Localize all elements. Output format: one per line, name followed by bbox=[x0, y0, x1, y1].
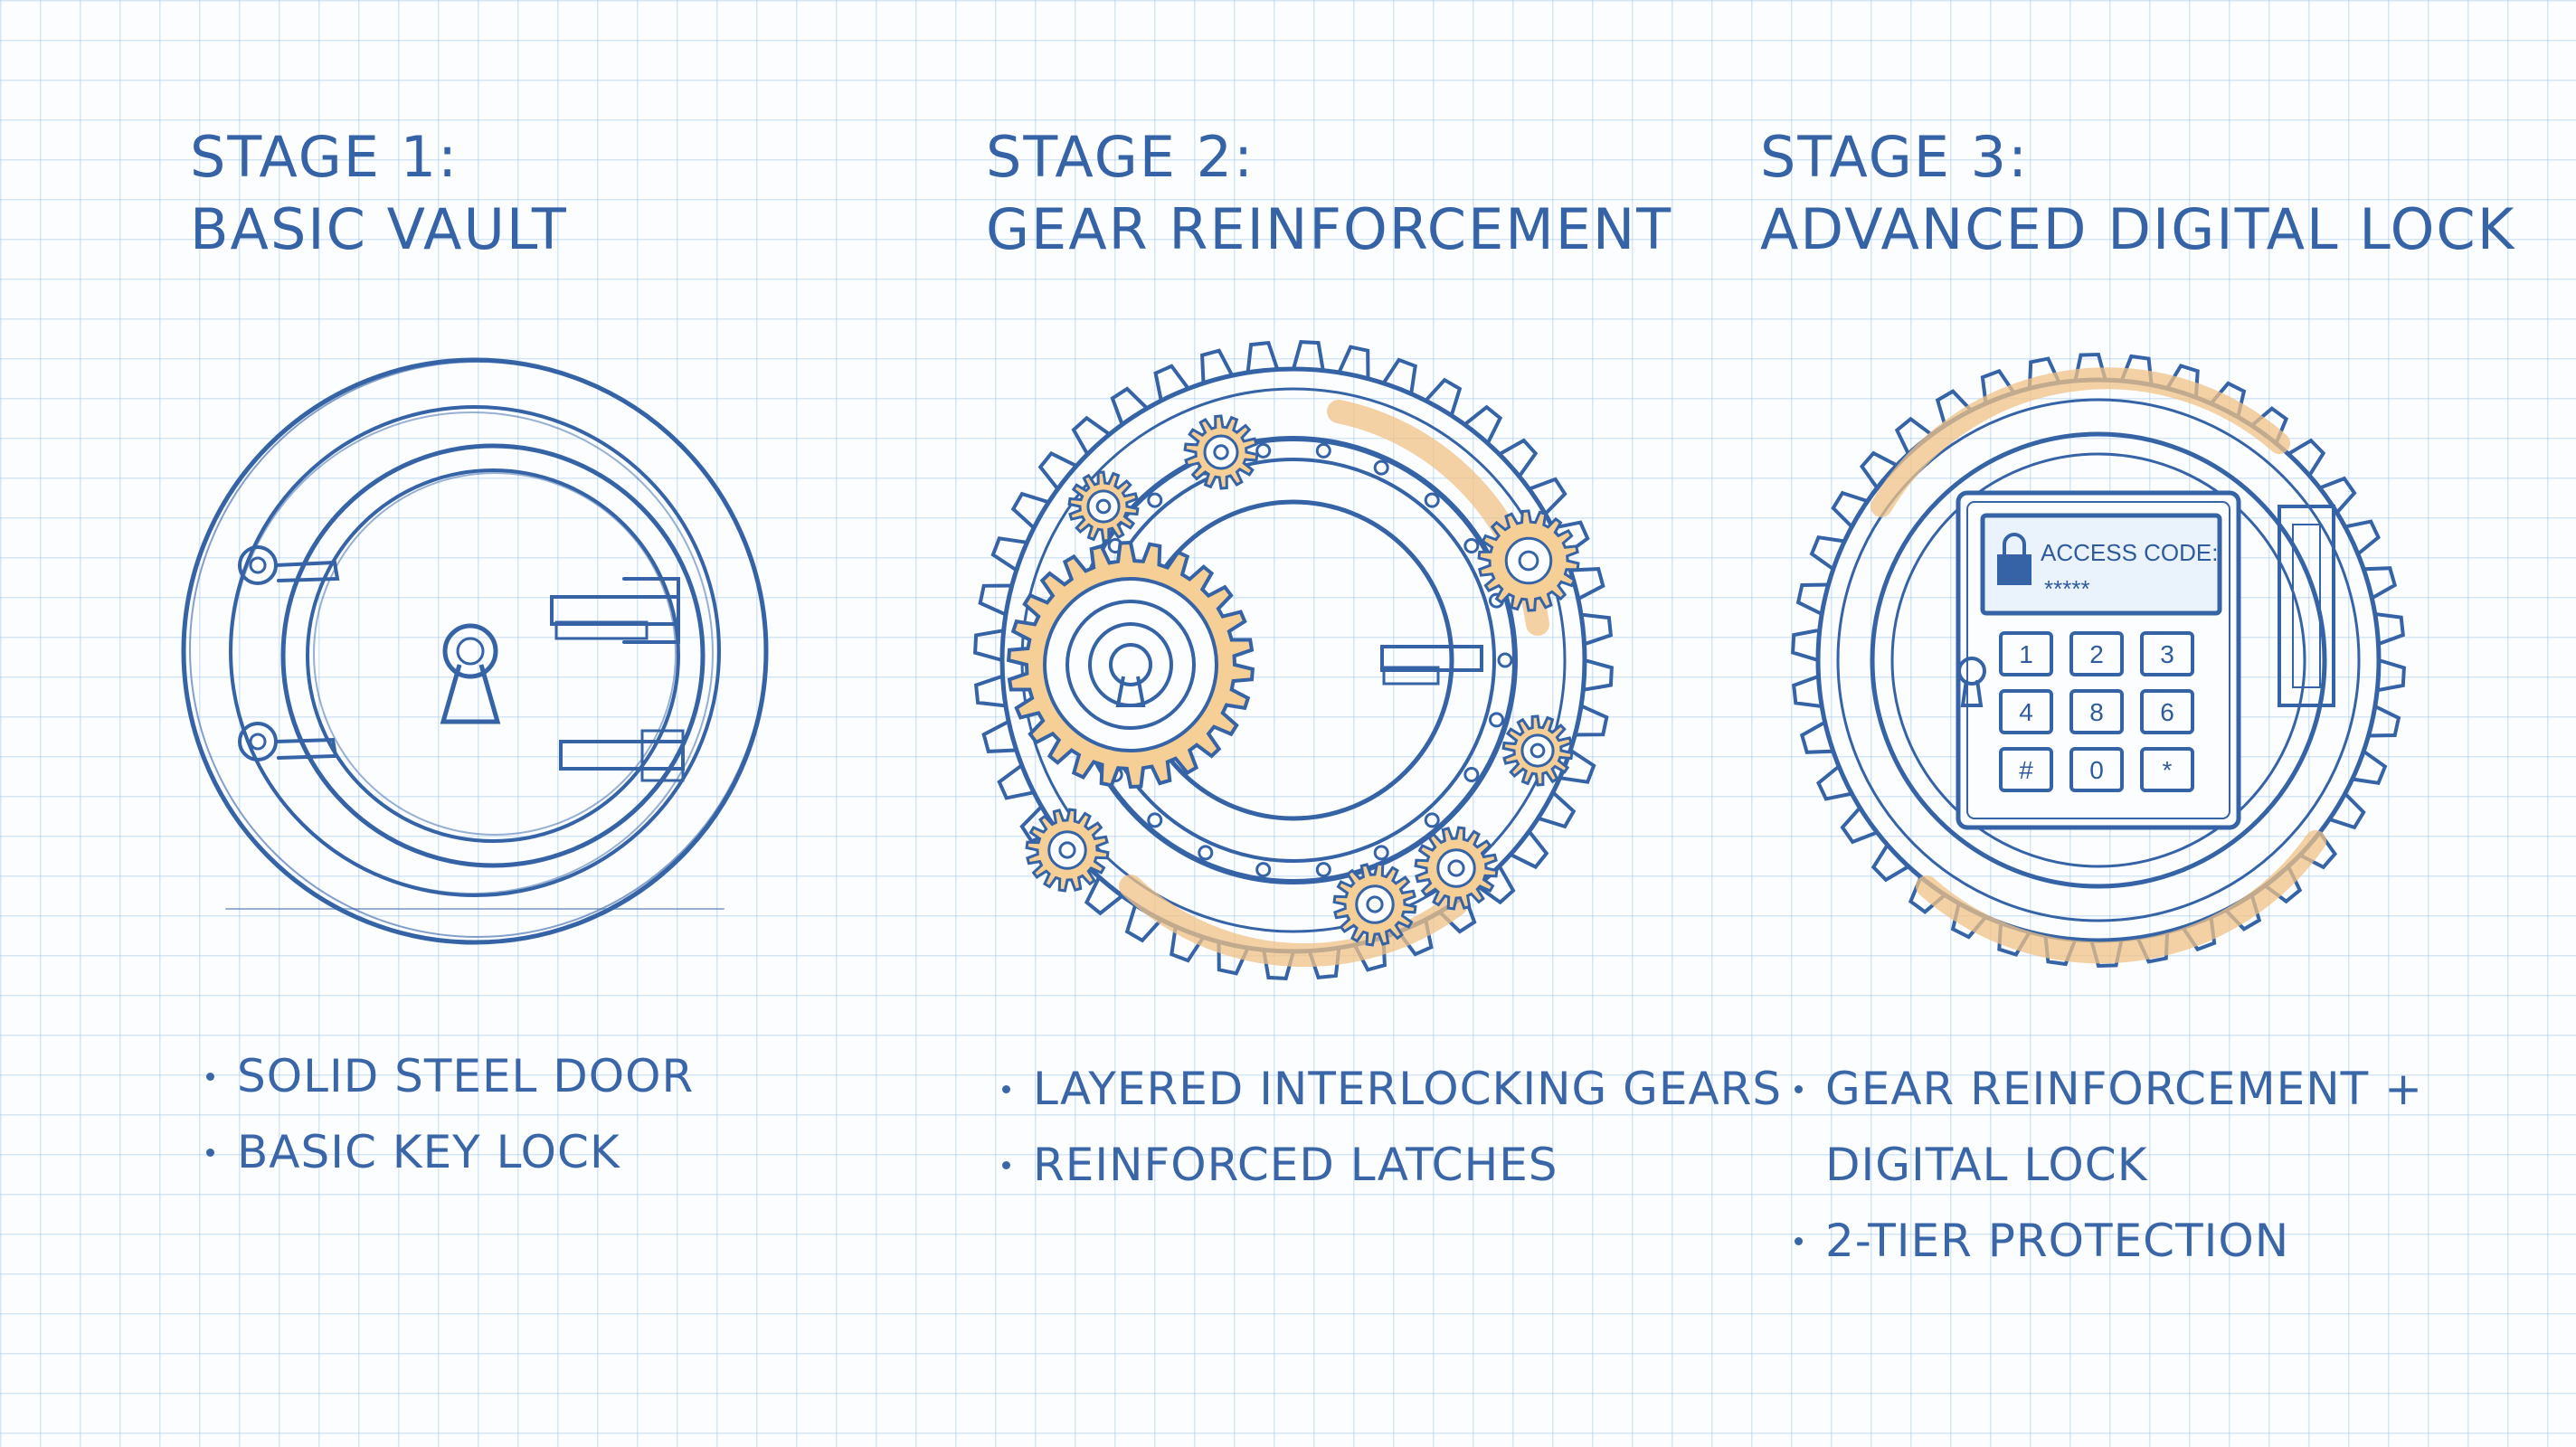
keypad-key: 4 bbox=[1999, 689, 2053, 734]
stage-3-title-line2: ADVANCED DIGITAL LOCK bbox=[1760, 196, 2516, 262]
list-item: REINFORCED LATCHES bbox=[1002, 1127, 1782, 1203]
gear-icon bbox=[1414, 826, 1499, 911]
keypad-key: 3 bbox=[2140, 631, 2194, 676]
stage-2-title: STAGE 2: GEAR REINFORCEMENT bbox=[986, 121, 1672, 266]
list-item: GEAR REINFORCEMENT + DIGITAL LOCK bbox=[1795, 1051, 2423, 1203]
gear-icon bbox=[1025, 808, 1110, 893]
keypad-key: * bbox=[2140, 747, 2194, 792]
svg-text:6: 6 bbox=[2160, 698, 2174, 726]
access-code-value: ***** bbox=[2044, 575, 2090, 602]
keypad-key: 2 bbox=[2069, 631, 2124, 676]
basic-vault-drawing bbox=[181, 357, 769, 945]
gear-icon bbox=[1006, 540, 1255, 790]
gear-icon bbox=[1477, 509, 1580, 612]
gear-icon bbox=[1183, 414, 1259, 490]
stage-1-title-line1: STAGE 1: bbox=[190, 124, 459, 190]
stage-3-title: STAGE 3: ADVANCED DIGITAL LOCK bbox=[1760, 121, 2515, 266]
list-item: 2-TIER PROTECTION bbox=[1795, 1203, 2423, 1279]
stage-2-title-line1: STAGE 2: bbox=[986, 124, 1255, 190]
svg-text:4: 4 bbox=[2019, 698, 2033, 726]
svg-text:3: 3 bbox=[2160, 640, 2174, 668]
gear-icon bbox=[1332, 862, 1417, 947]
svg-text:*: * bbox=[2163, 756, 2173, 784]
keypad-key: 0 bbox=[2069, 747, 2124, 792]
keypad-key: 8 bbox=[2069, 689, 2124, 734]
svg-text:8: 8 bbox=[2089, 698, 2104, 726]
access-code-label: ACCESS CODE: bbox=[2041, 539, 2219, 566]
keyhole-icon bbox=[1957, 657, 1986, 707]
gear-icon bbox=[1067, 470, 1140, 543]
keyhole-icon bbox=[440, 623, 501, 724]
stage-2-bullets: LAYERED INTERLOCKING GEARS REINFORCED LA… bbox=[1002, 1051, 1782, 1203]
list-item: LAYERED INTERLOCKING GEARS bbox=[1002, 1051, 1782, 1127]
svg-text:#: # bbox=[2019, 756, 2033, 784]
digital-lock-drawing: ACCESS CODE: ***** 1 2 3 4 8 6 #0 * bbox=[1791, 352, 2406, 969]
list-item: SOLID STEEL DOOR bbox=[206, 1038, 694, 1114]
stage-2-title-line2: GEAR REINFORCEMENT bbox=[986, 196, 1673, 262]
stage-1: STAGE 1: BASIC VAULT bbox=[0, 0, 904, 1447]
keypad-key: 1 bbox=[1999, 631, 2053, 676]
svg-text:0: 0 bbox=[2089, 756, 2104, 784]
stage-3-bullets: GEAR REINFORCEMENT + DIGITAL LOCK 2-TIER… bbox=[1795, 1051, 2423, 1279]
list-item: BASIC KEY LOCK bbox=[206, 1114, 694, 1190]
stage-2: STAGE 2: GEAR REINFORCEMENT bbox=[904, 0, 1781, 1447]
stage-3: STAGE 3: ADVANCED DIGITAL LOCK ACCESS bbox=[1737, 0, 2576, 1447]
keypad-key: 6 bbox=[2140, 689, 2194, 734]
svg-text:2: 2 bbox=[2089, 640, 2104, 668]
gear-icon bbox=[1501, 714, 1574, 787]
svg-text:1: 1 bbox=[2019, 640, 2033, 668]
stage-1-title: STAGE 1: BASIC VAULT bbox=[190, 121, 568, 266]
keyhole-icon bbox=[1109, 643, 1152, 707]
stage-1-title-line2: BASIC VAULT bbox=[190, 196, 568, 262]
stage-1-bullets: SOLID STEEL DOOR BASIC KEY LOCK bbox=[206, 1038, 694, 1190]
stage-3-title-line1: STAGE 3: bbox=[1760, 124, 2029, 190]
keypad-key: # bbox=[1999, 747, 2053, 792]
padlock-icon bbox=[1997, 533, 2031, 585]
gear-reinforcement-drawing bbox=[973, 340, 1614, 980]
